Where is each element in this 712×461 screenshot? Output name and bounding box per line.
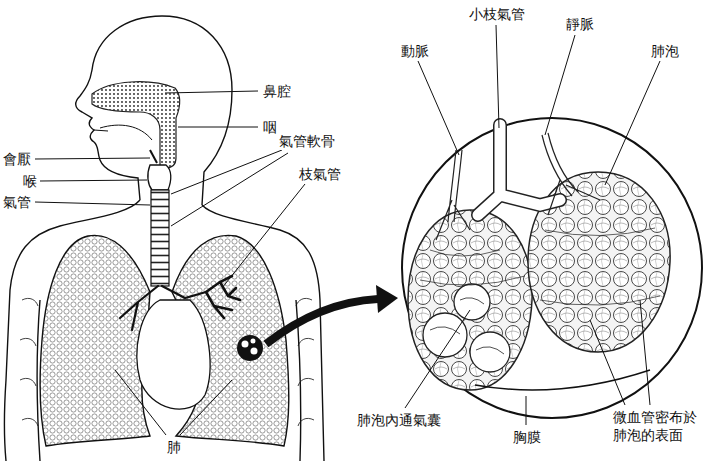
artery: [436, 150, 470, 240]
lip-line: [94, 130, 108, 131]
zoom-arrow: [266, 299, 378, 344]
part-label: 喉: [22, 172, 38, 190]
bronchi: [120, 276, 240, 330]
leader-line: [165, 91, 258, 93]
leader-line: [222, 184, 305, 288]
rib-line: [20, 298, 38, 426]
leader-line: [545, 35, 575, 135]
part-label: 微血管密布於 肺泡的表面: [612, 408, 702, 444]
part-label: 靜脈: [565, 15, 595, 33]
part-label: 枝氣管: [298, 165, 342, 183]
leader-line: [178, 127, 258, 128]
part-label: 胸膜: [512, 428, 542, 446]
sac-inner: [430, 298, 504, 354]
part-label: 肺泡內通氣囊: [356, 411, 442, 429]
alveolar-cluster: [408, 210, 532, 390]
part-label: 肺泡: [650, 42, 680, 60]
head-outline: [76, 16, 232, 205]
open-sac: [470, 332, 510, 372]
leader-line: [115, 370, 166, 435]
trachea: [151, 190, 169, 286]
leader-line: [496, 25, 499, 128]
part-label: 小枝氣管: [468, 5, 526, 23]
body-outline: [5, 16, 325, 461]
part-label: 肺: [166, 438, 182, 456]
magnified-circle: [402, 118, 702, 418]
part-label: 會厭: [2, 150, 32, 168]
part-label: 氣管: [2, 193, 32, 211]
magnified-spot-sac: [242, 341, 249, 348]
leader-line: [418, 61, 459, 155]
bronchial-tree: [206, 276, 240, 318]
part-label: 咽: [262, 118, 278, 136]
leader-line: [40, 180, 147, 181]
leader-line: [35, 158, 150, 159]
leader-lines: [35, 25, 660, 435]
leader-line: [526, 396, 527, 425]
magnified-spot: [237, 335, 263, 361]
leader-line: [590, 320, 625, 405]
bronchus: [120, 286, 158, 330]
open-sac: [454, 284, 490, 320]
part-label: 鼻腔: [262, 82, 292, 100]
mouth-line: [100, 125, 152, 140]
heart: [137, 300, 210, 409]
lung-left: [40, 235, 150, 446]
bronchiole-lumen: [478, 125, 560, 215]
leader-line: [180, 380, 232, 435]
bronchus: [162, 286, 206, 298]
part-label: 動脈: [400, 42, 430, 60]
epiglottis: [150, 150, 157, 163]
leader-line: [35, 202, 150, 205]
pleura-line: [475, 370, 650, 390]
bronchiole-outline: [478, 125, 560, 215]
leader-line: [640, 300, 650, 405]
vein: [542, 133, 600, 215]
blood-vessels: [420, 133, 660, 305]
leader-line: [405, 310, 470, 408]
open-alveolar-sacs: [423, 284, 510, 372]
magnified-spot-sac: [251, 348, 258, 355]
open-sac: [423, 313, 467, 357]
capillary: [420, 228, 660, 305]
magnified-spot-sac: [251, 339, 256, 344]
zoom-arrowhead: [376, 285, 398, 313]
airway-tube: [478, 125, 560, 215]
leader-line: [171, 153, 288, 226]
larynx: [148, 165, 171, 190]
leader-line: [171, 150, 282, 194]
leader-line: [605, 61, 660, 185]
part-label: 氣管軟骨: [278, 132, 336, 150]
nasal-cavity: [92, 82, 180, 168]
